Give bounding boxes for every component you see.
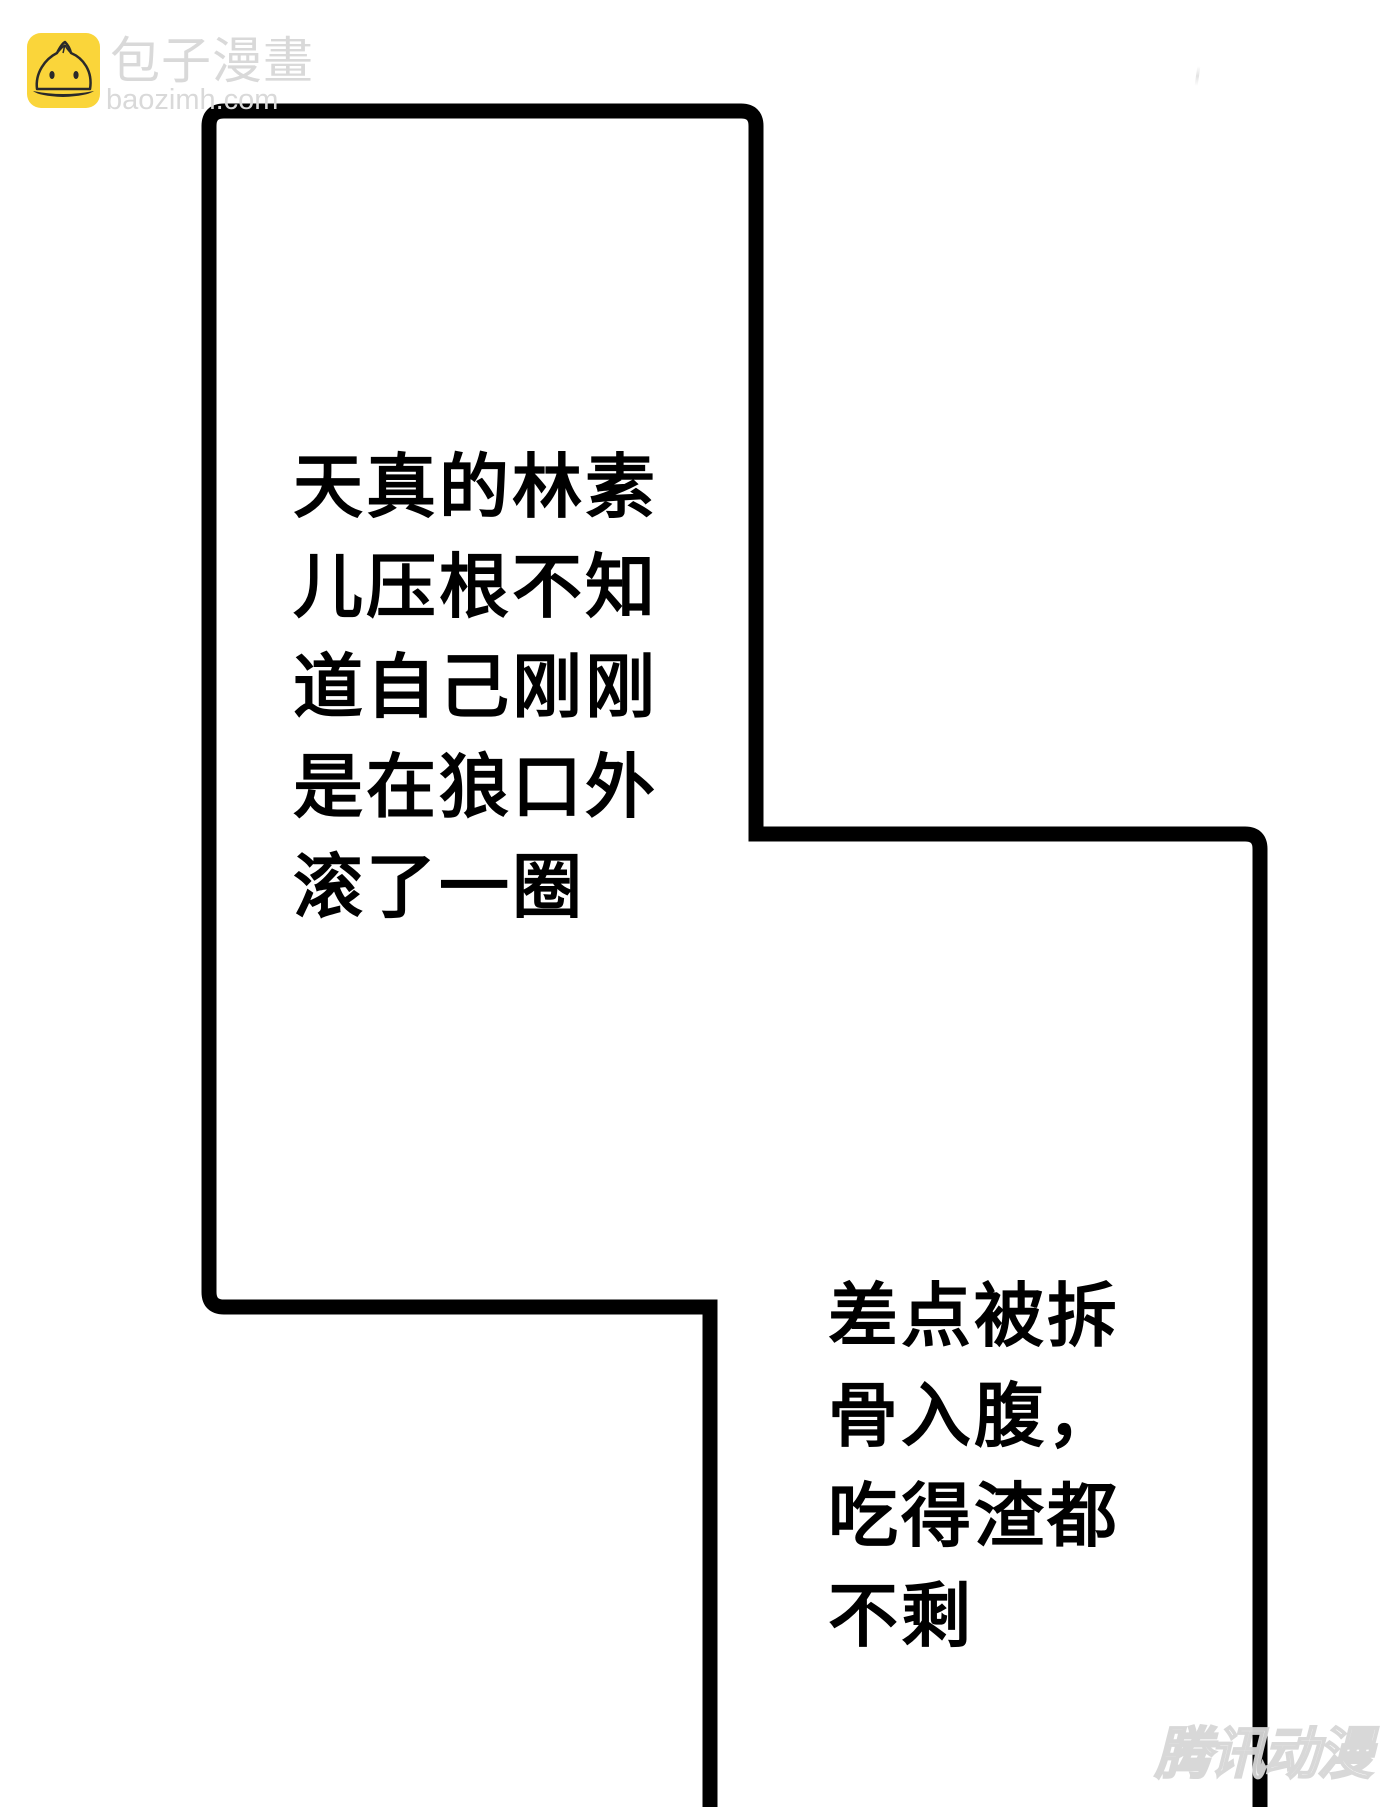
caption-line: 天真的林素 bbox=[293, 446, 658, 528]
caption-line: 差点被拆 bbox=[828, 1275, 1120, 1357]
caption-upper: 天真的林素 儿压根不知 道自己刚刚 是在狼口外 滚了一圈 bbox=[293, 437, 658, 937]
caption-lower: 差点被拆 骨入腹， 吃得渣都 不剩 bbox=[828, 1266, 1120, 1666]
site-name: 包子漫畫 bbox=[110, 32, 314, 90]
caption-line: 是在狼口外 bbox=[293, 746, 658, 828]
caption-line: 吃得渣都 bbox=[828, 1475, 1120, 1557]
site-url: baozimh.com bbox=[106, 84, 279, 116]
caption-line: 骨入腹， bbox=[828, 1375, 1120, 1457]
caption-line: 滚了一圈 bbox=[293, 846, 585, 928]
tencent-comic-watermark: 腾讯动漫 bbox=[1154, 1721, 1374, 1788]
steamed-bun-icon bbox=[27, 33, 100, 108]
baozimh-logo bbox=[27, 33, 100, 108]
caption-line: 儿压根不知 bbox=[293, 546, 658, 628]
caption-line: 道自己刚刚 bbox=[293, 646, 658, 728]
caption-line: 不剩 bbox=[828, 1575, 974, 1657]
